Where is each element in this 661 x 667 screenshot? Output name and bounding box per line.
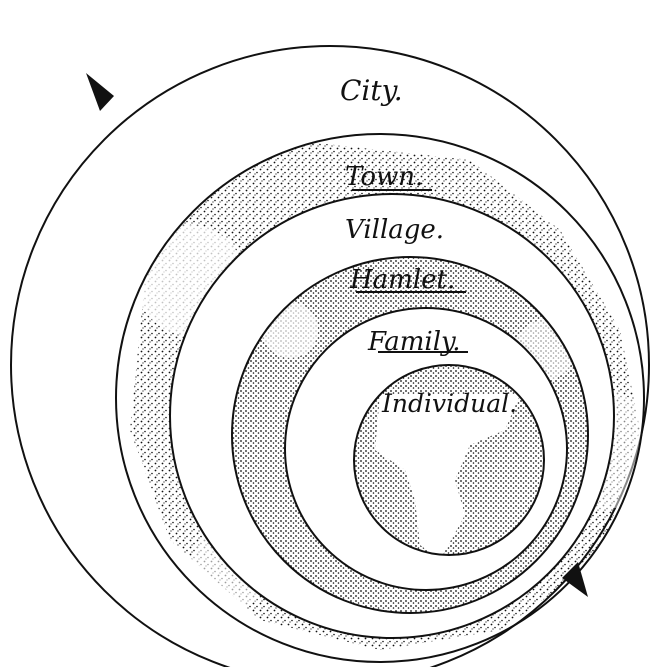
label-city: City.: [340, 74, 403, 107]
label-village: Village.: [345, 215, 444, 245]
label-hamlet: Hamlet.: [349, 265, 455, 295]
label-town: Town.: [345, 162, 423, 192]
label-individual: Individual.: [381, 389, 517, 418]
top-arrowhead-icon: [86, 73, 114, 111]
